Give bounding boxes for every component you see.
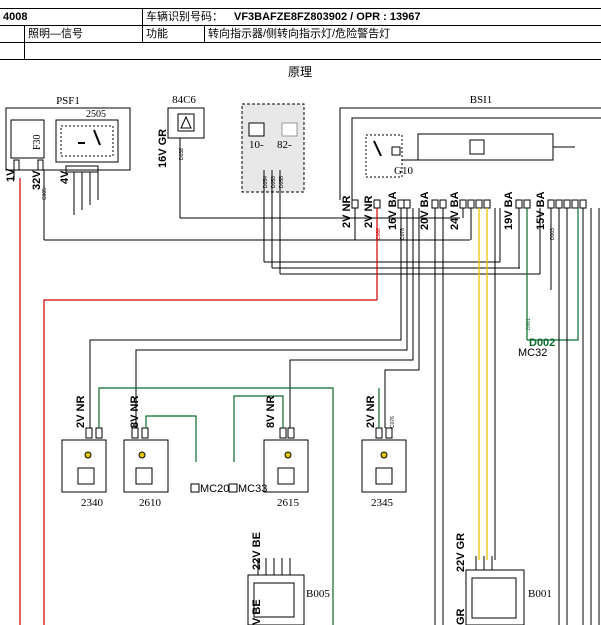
mc32-label: MC32 bbox=[518, 347, 547, 359]
lamp-2340 bbox=[61, 387, 334, 625]
wire-d001-label: D001 bbox=[526, 318, 532, 330]
wire-d055-label: D055 bbox=[279, 176, 285, 188]
b001-label: B001 bbox=[528, 588, 552, 600]
lamp-2340-label: 2340 bbox=[81, 497, 104, 509]
c2505-label: 2505 bbox=[86, 109, 106, 120]
b001-bottom-label: GR bbox=[455, 608, 467, 625]
lamp-2345-conn: 2V NR bbox=[365, 396, 377, 428]
lamp-2615-conn: 8V NR bbox=[265, 396, 277, 428]
category-cell: 照明—信号 bbox=[28, 28, 83, 40]
b005-22v-label: 22V BE bbox=[251, 532, 263, 570]
lamp-2340-conn: 2V NR bbox=[75, 396, 87, 428]
vin-value: VF3BAFZE8FZ803902 / OPR : 13967 bbox=[234, 11, 421, 23]
c84c6-16v-label: 16V GR bbox=[157, 129, 169, 168]
doc-number: 4008 bbox=[3, 11, 28, 23]
lamp-2615 bbox=[233, 395, 309, 493]
wire-c076-label: C076 bbox=[390, 416, 396, 428]
psf1-1v-label: 1V bbox=[5, 168, 17, 182]
wire-c088-label: C088 bbox=[376, 228, 382, 240]
function-label: 功能 bbox=[146, 28, 168, 40]
wire-d053-label: D053 bbox=[271, 176, 277, 188]
header-rule-top bbox=[0, 8, 601, 9]
bsi-19vba-label: 19V BA bbox=[503, 191, 515, 230]
psf1-label: PSF1 bbox=[56, 95, 80, 107]
bsi1-label: BSI1 bbox=[470, 94, 493, 106]
sw-82-label: 82- bbox=[277, 139, 292, 151]
lamp-2610-conn: 8V NR bbox=[129, 396, 141, 428]
b005-group bbox=[247, 558, 305, 625]
psf1-32v-label: 32V bbox=[31, 170, 43, 190]
psf1-4v-label: 4V bbox=[59, 170, 71, 184]
d002-label: D002 bbox=[529, 337, 555, 349]
bsi-16vba-label: 16V BA bbox=[387, 191, 399, 230]
lamp-2615-label: 2615 bbox=[277, 497, 300, 509]
header-divider-c bbox=[204, 25, 205, 42]
bsi-20vba-label: 20V BA bbox=[419, 191, 431, 230]
bsi-24vba-label: 24V BA bbox=[449, 191, 461, 230]
header-rule-3 bbox=[0, 59, 601, 60]
diagram-title: 原理 bbox=[288, 65, 312, 79]
function-value: 转向指示器/侧转向指示灯/危险警告灯 bbox=[208, 28, 391, 40]
bsi-15vba-label: 15V BA bbox=[535, 191, 547, 230]
wire-c078-label: C078 bbox=[400, 228, 406, 240]
b005-label: B005 bbox=[306, 588, 330, 600]
lamp-2610 bbox=[123, 400, 197, 493]
bsi-2vnr-a-label: 2V NR bbox=[341, 196, 353, 228]
header-divider-a bbox=[24, 25, 25, 59]
lamp-2345-label: 2345 bbox=[371, 497, 394, 509]
b001-group bbox=[465, 556, 525, 625]
c84c6-label: 84C6 bbox=[172, 94, 196, 106]
bsi-g10-label: G10 bbox=[394, 165, 413, 177]
wire-d038-label: D038 bbox=[179, 148, 185, 160]
vin-label: 车辆识别号码： bbox=[146, 11, 223, 23]
lamp-2610-label: 2610 bbox=[139, 497, 162, 509]
sw-10-label: 10- bbox=[249, 139, 264, 151]
header-table: 4008 车辆识别号码： VF3BAFZE8FZ803902 / OPR : 1… bbox=[0, 0, 601, 60]
psf1-group bbox=[5, 107, 470, 241]
b001-22v-label: 22V GR bbox=[455, 533, 467, 572]
b005-bottom-label: V BE bbox=[251, 599, 263, 625]
fuse-f30-label: F30 bbox=[32, 134, 43, 150]
header-rule-2 bbox=[0, 42, 601, 43]
lamp-2345 bbox=[361, 388, 407, 493]
mc33-label: MC33 bbox=[238, 483, 267, 495]
wire-d003-label: D003 bbox=[550, 228, 556, 240]
header-rule-1 bbox=[0, 25, 601, 26]
wire-c005-label: C005 bbox=[42, 188, 48, 200]
wire-d054-label: D054 bbox=[263, 176, 269, 188]
bsi-2vnr-b-label: 2V NR bbox=[363, 196, 375, 228]
header-divider-b bbox=[142, 8, 143, 42]
mc20-label: MC20 bbox=[200, 483, 229, 495]
